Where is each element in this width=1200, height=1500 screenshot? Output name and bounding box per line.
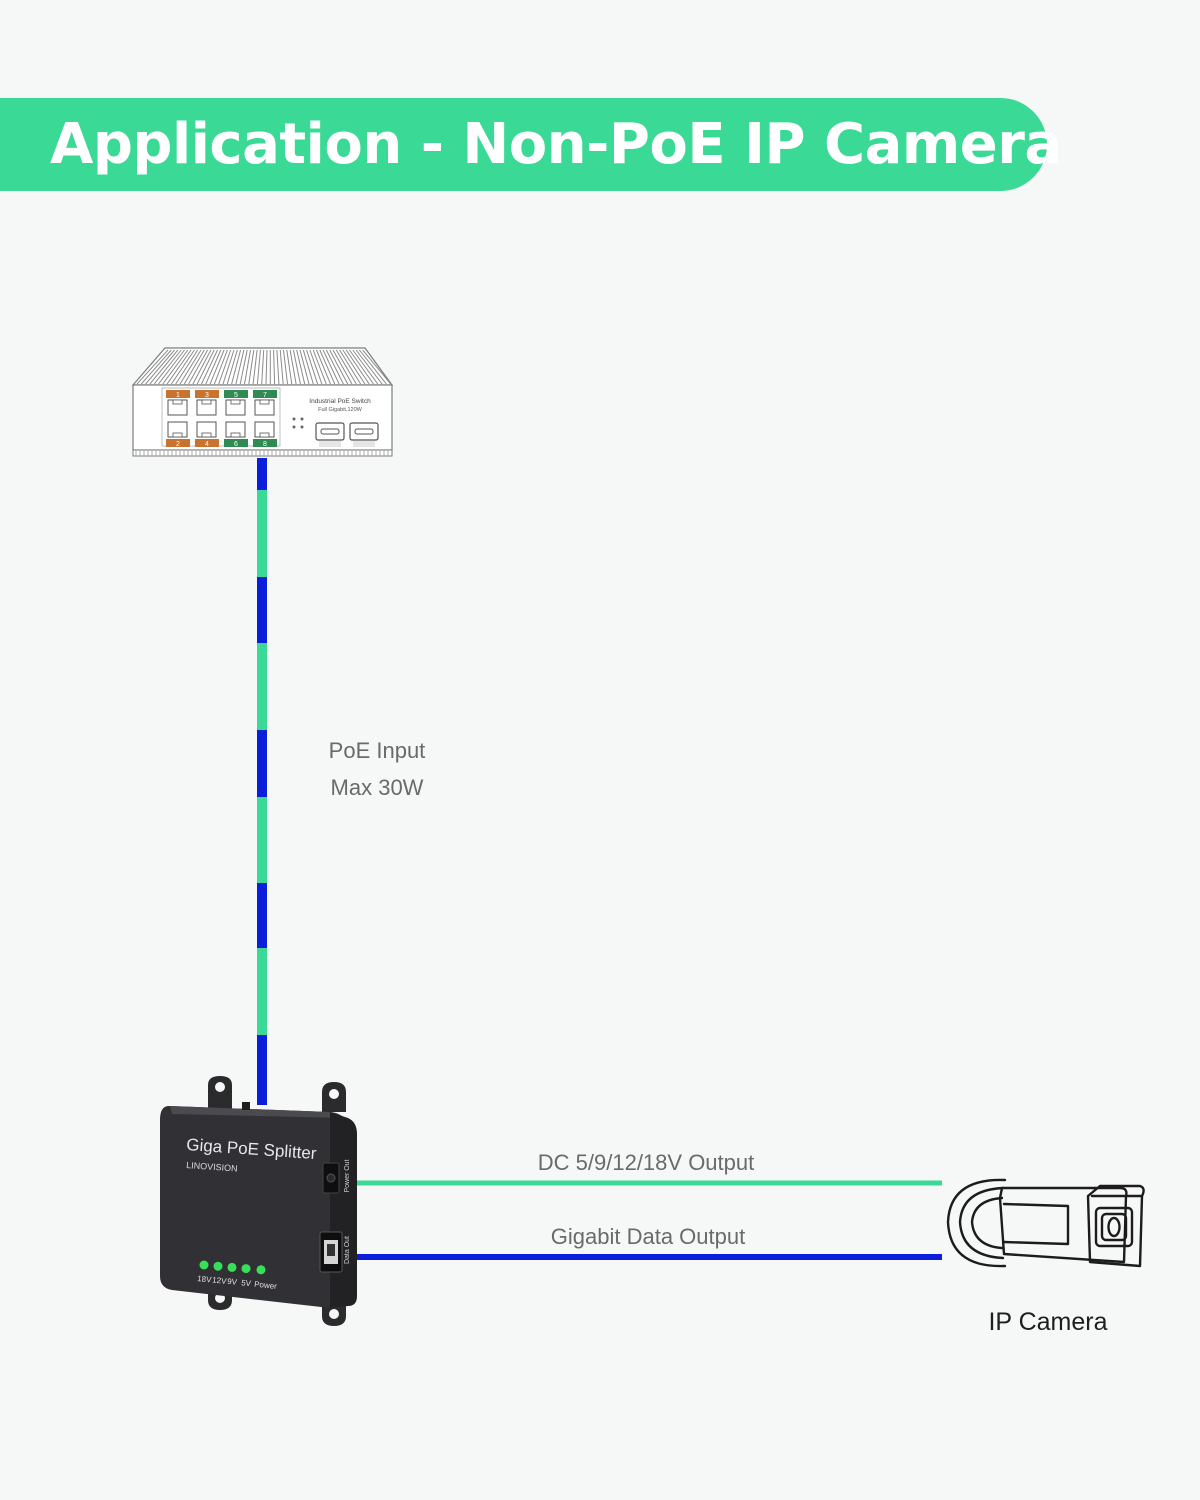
switch-label-line1: Industrial PoE Switch — [309, 398, 371, 405]
poe-cable-segment — [257, 458, 267, 490]
splitter-led-label: 18V — [197, 1274, 213, 1285]
title-banner: Application - Non-PoE IP Camera — [0, 98, 1062, 191]
splitter-led — [241, 1264, 251, 1274]
data-output-label: Gigabit Data Output — [551, 1224, 745, 1249]
splitter-led-label: Power — [254, 1280, 278, 1291]
splitter-led — [256, 1265, 266, 1275]
switch-label-line2: Full Gigabit,120W — [318, 407, 363, 413]
poe-cable-segment — [257, 577, 267, 643]
poe-input-label: PoE Input — [329, 738, 426, 763]
poe-cable-segment — [257, 1035, 267, 1105]
splitter-led — [213, 1261, 223, 1271]
ip-camera-label: IP Camera — [988, 1308, 1107, 1336]
poe-cable-segment — [257, 490, 267, 577]
splitter-led-label: 9V — [227, 1277, 238, 1287]
ip-camera-icon — [946, 1178, 1145, 1268]
power-output-label: DC 5/9/12/18V Output — [538, 1150, 754, 1175]
poe-cable-segment — [257, 948, 267, 1035]
poe-max-power-label: Max 30W — [331, 775, 424, 800]
switch-port-number: 2 — [176, 441, 180, 448]
industrial-poe-switch-icon: 1 2 3 4 5 6 7 8 Industrial PoE Switch Full Giga… — [131, 347, 394, 457]
switch-port-number: 7 — [263, 392, 267, 399]
poe-cable-segment — [257, 730, 267, 797]
poe-cable-segment — [257, 883, 267, 948]
data-out-port-label: Data Out — [344, 1236, 351, 1264]
splitter-led-label: 12V — [212, 1275, 228, 1286]
poe-cable-segment — [257, 643, 267, 730]
splitter-led-label: 5V — [241, 1278, 252, 1288]
switch-port-number: 1 — [176, 392, 180, 399]
switch-port-number: 8 — [263, 441, 267, 448]
poe-input-cable — [257, 458, 267, 1105]
switch-port-number: 4 — [205, 441, 209, 448]
power-out-port-label: Power Out — [344, 1159, 351, 1192]
poe-cable-segment — [257, 797, 267, 883]
switch-port-number: 3 — [205, 392, 209, 399]
splitter-brand: LINOVISION — [186, 1160, 238, 1174]
switch-port-number: 5 — [234, 392, 238, 399]
page-title: Application - Non-PoE IP Camera — [50, 112, 1062, 177]
splitter-led — [227, 1262, 237, 1272]
splitter-led — [199, 1260, 209, 1270]
switch-port-number: 6 — [234, 441, 238, 448]
